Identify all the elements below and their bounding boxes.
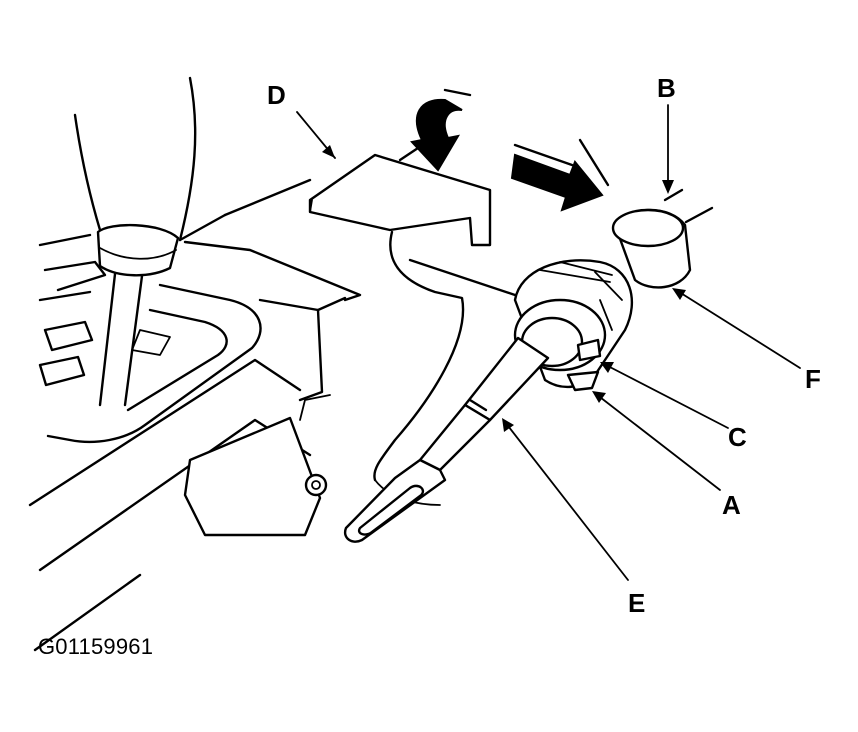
leader-e [504, 421, 629, 581]
leader-lines [296, 104, 801, 581]
leader-a-head [592, 391, 606, 403]
shift-lever-assembly [28, 76, 362, 652]
push-arrow [510, 138, 610, 212]
leader-c-head [600, 362, 614, 373]
rotate-arrow [398, 88, 472, 172]
callout-b: B [657, 73, 676, 103]
cable-adjuster [343, 188, 714, 543]
callout-f: F [805, 364, 821, 394]
lock-tab [178, 153, 517, 506]
leader-d-head [322, 145, 335, 158]
callout-e: E [628, 588, 645, 618]
leader-a [595, 393, 721, 491]
callout-a: A [722, 490, 741, 520]
leader-c [603, 363, 729, 429]
leader-b-head [662, 180, 674, 194]
callout-c: C [728, 422, 747, 452]
leader-e-head [502, 418, 514, 432]
figure-id: G01159961 [38, 634, 154, 659]
leader-f-head [672, 288, 686, 300]
callout-d: D [267, 80, 286, 110]
leader-f [675, 289, 801, 369]
